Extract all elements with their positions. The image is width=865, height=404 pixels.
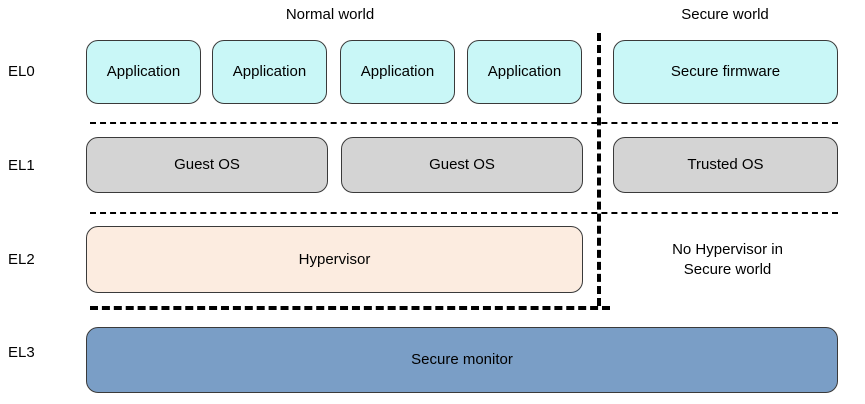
no-hypervisor-note-line-2: Secure world: [683, 261, 772, 279]
block-application-1: Application: [86, 40, 201, 104]
exception-level-label-el2: EL2: [8, 251, 35, 268]
separator-el2-el3: [90, 306, 610, 310]
block-guest-os-1: Guest OS: [86, 137, 328, 193]
world-divider-line: [597, 33, 601, 306]
normal-world-title: Normal world: [285, 6, 375, 23]
block-application-3: Application: [340, 40, 455, 104]
secure-world-title: Secure world: [681, 6, 769, 23]
block-secure-monitor: Secure monitor: [86, 327, 838, 393]
no-hypervisor-note: No Hypervisor in Secure world: [625, 240, 830, 281]
no-hypervisor-note-line-1: No Hypervisor in: [672, 241, 783, 258]
exception-level-label-el1: EL1: [8, 157, 35, 174]
separator-el0-el1: [90, 122, 838, 124]
block-hypervisor: Hypervisor: [86, 226, 583, 293]
block-application-4: Application: [467, 40, 582, 104]
block-application-2: Application: [212, 40, 327, 104]
exception-level-label-el0: EL0: [8, 63, 35, 80]
separator-el1-el2: [90, 212, 838, 214]
block-secure-firmware: Secure firmware: [613, 40, 838, 104]
exception-level-label-el3: EL3: [8, 344, 35, 361]
block-guest-os-2: Guest OS: [341, 137, 583, 193]
block-trusted-os: Trusted OS: [613, 137, 838, 193]
